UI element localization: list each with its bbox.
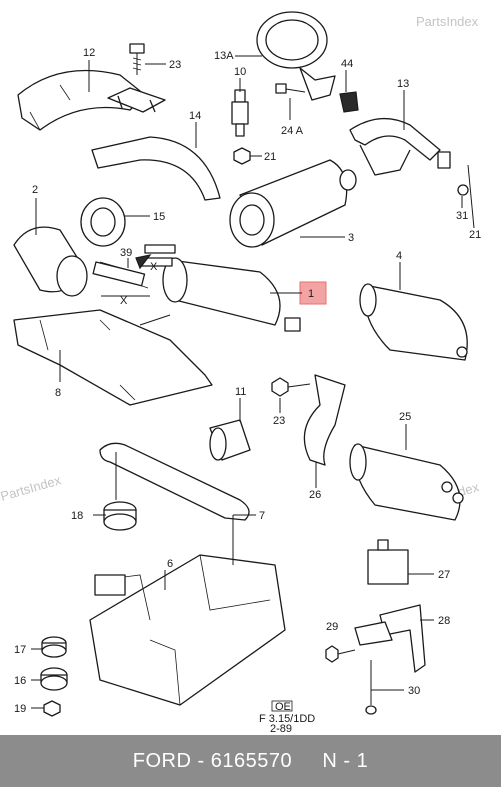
callout-31: 31 [456, 210, 468, 222]
callout-12: 12 [83, 47, 95, 59]
parts-diagram: PartsIndex PartsIndex PartsIndex [0, 11, 481, 735]
footer-bar: FORD - 6165570 N - 1 [0, 735, 501, 787]
callout-27: 27 [438, 569, 450, 581]
callout-28: 28 [438, 615, 450, 627]
bracket-8 [13, 309, 213, 406]
callout-8: 8 [55, 387, 61, 399]
pin-30 [365, 660, 377, 715]
bolt-29 [325, 645, 356, 663]
bushing-17 [41, 636, 67, 658]
callout-21-right: 21 [469, 229, 481, 241]
callout-14: 14 [189, 110, 201, 122]
callout-6: 6 [167, 558, 173, 570]
grommet-11 [209, 419, 251, 461]
callout-x-2: X [150, 261, 158, 273]
nut-19 [43, 700, 61, 717]
callout-16: 16 [14, 675, 26, 687]
callout-26: 26 [309, 489, 321, 501]
callout-10: 10 [234, 66, 246, 78]
nut-21 [233, 147, 251, 165]
callout-1[interactable]: 1 [308, 288, 314, 300]
callout-4: 4 [396, 250, 402, 262]
clip-44 [339, 91, 359, 113]
callout-30: 30 [408, 685, 420, 697]
callout-29: 29 [326, 621, 338, 633]
callout-11: 11 [235, 386, 246, 398]
callout-18: 18 [71, 510, 83, 522]
strap-7 [99, 442, 250, 521]
shield-plate-14 [91, 136, 221, 201]
callout-23-lower: 23 [273, 415, 285, 427]
strap-26 [303, 374, 346, 466]
bolt-23-top [129, 43, 145, 75]
callout-17: 17 [14, 644, 26, 656]
callout-19: 19 [14, 703, 26, 715]
callout-2: 2 [32, 184, 38, 196]
bolt-24a [275, 83, 306, 94]
fuel-pump-3 [229, 159, 357, 248]
fuel-pump-4 [359, 283, 468, 361]
fuel-filter-2 [13, 226, 88, 297]
tray-6 [89, 554, 286, 706]
callout-13: 13 [397, 78, 409, 90]
sender-10 [231, 89, 249, 137]
callout-39: 39 [120, 247, 132, 259]
leader-lines [31, 55, 475, 709]
watermark-top: PartsIndex [416, 14, 479, 29]
part-number-caption: FORD - 6165570 N - 1 [132, 749, 369, 772]
clamp-13a [256, 11, 336, 101]
relay-27 [367, 539, 409, 585]
callout-21-top: 21 [264, 151, 276, 163]
stamp-date: 2-89 [270, 723, 292, 735]
bracket-12 [107, 87, 166, 113]
callout-23-top: 23 [169, 59, 181, 71]
callout-3: 3 [348, 232, 354, 244]
revision-stamp: OE F 3.15/1DD 2-89 [259, 700, 315, 735]
callout-15: 15 [153, 211, 165, 223]
fuel-pump-25 [349, 443, 464, 521]
stamp-code: OE [275, 701, 291, 713]
callout-13a: 13A [214, 50, 234, 62]
callout-25: 25 [399, 411, 411, 423]
washer-31 [457, 184, 469, 196]
cap-15 [80, 197, 126, 247]
bolt-23-lower [271, 377, 311, 397]
fuel-pump-1 [92, 244, 301, 332]
callout-7: 7 [259, 510, 265, 522]
bracket-28-tab [354, 621, 393, 646]
watermark-left: PartsIndex [0, 472, 63, 504]
callout-24a: 24 A [281, 125, 304, 137]
mount-18 [103, 501, 137, 531]
stamp-ref: F 3.15/1DD [259, 713, 315, 725]
clamp-13 [349, 117, 451, 176]
bushing-16 [40, 667, 68, 691]
callout-44: 44 [341, 58, 353, 70]
callout-x-1: X [120, 295, 128, 307]
